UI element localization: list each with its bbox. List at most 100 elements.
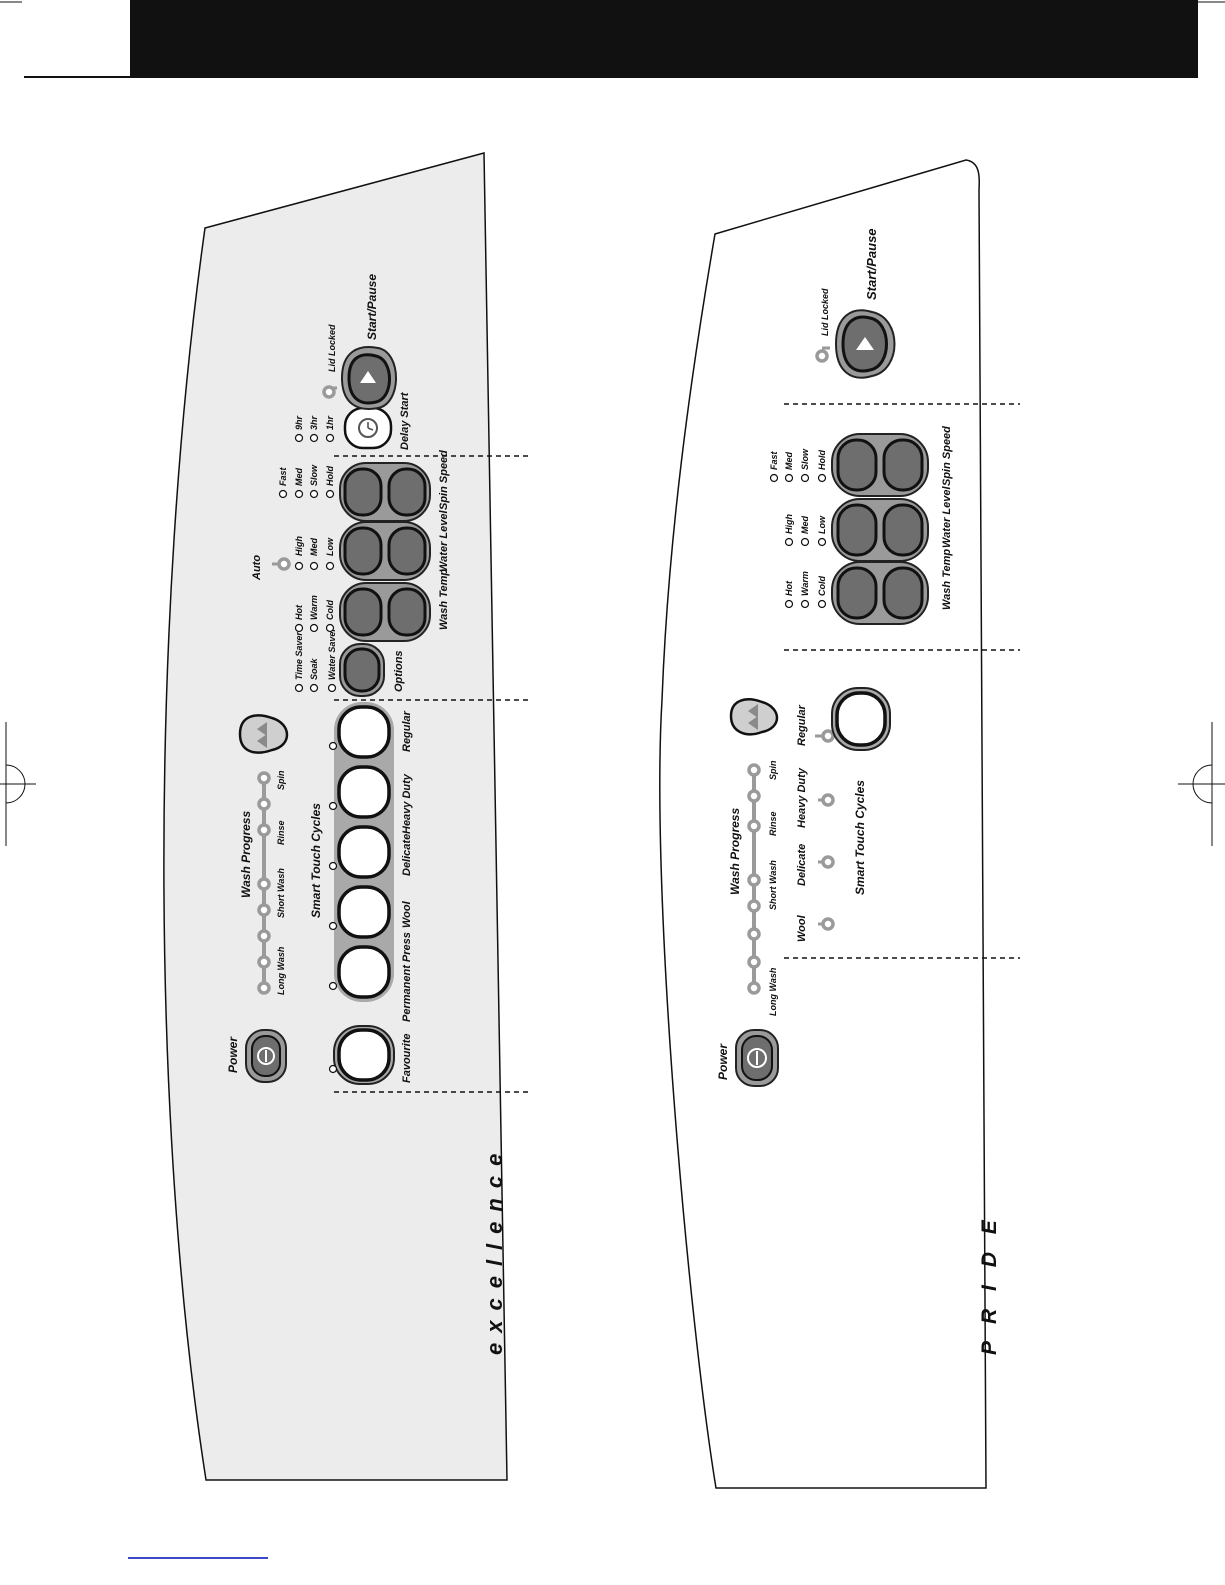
spin-speed-option: Med xyxy=(784,451,794,470)
panel-excellence: Power Wash Progress Long Wash Short Wash… xyxy=(163,152,528,1481)
lid-locked-indicator xyxy=(815,349,829,363)
spin-indicator xyxy=(800,473,810,483)
play-triangle-icon xyxy=(856,337,874,350)
option-indicator xyxy=(309,683,319,693)
cycle-button-favourite[interactable] xyxy=(328,1025,395,1085)
delay-indicator xyxy=(294,433,304,443)
delay-start-button[interactable] xyxy=(343,406,393,450)
header-bar xyxy=(130,0,1198,78)
cycle-indicator-delicate xyxy=(818,855,835,869)
spin-speed-control[interactable] xyxy=(339,462,431,522)
cycle-label: Regular xyxy=(401,710,413,752)
water-level-down-button[interactable] xyxy=(343,526,383,576)
water-level-up-button[interactable] xyxy=(387,526,427,576)
spin-speed-option: Slow xyxy=(309,464,319,486)
temp-indicator xyxy=(294,623,304,633)
wash-temp-down-button[interactable] xyxy=(343,587,383,637)
level-indicator xyxy=(784,537,794,547)
spin-speed-option: Slow xyxy=(800,448,810,470)
spin-speed-option: Hold xyxy=(325,466,335,486)
spin-speed-down-button[interactable] xyxy=(343,467,383,517)
smart-touch-cycles-title: Smart Touch Cycles xyxy=(853,780,867,895)
temp-level: Warm xyxy=(309,595,319,620)
stage-label: Long Wash xyxy=(276,946,286,995)
water-level-option: Med xyxy=(309,537,319,556)
wash-temp-up-button[interactable] xyxy=(387,587,427,637)
progress-advance-button[interactable] xyxy=(729,698,779,736)
cycle-button-delicate[interactable] xyxy=(328,825,391,879)
wash-progress-track xyxy=(747,763,761,995)
level-indicator xyxy=(309,561,319,571)
water-level-option: Low xyxy=(325,537,335,556)
wash-temp-control[interactable] xyxy=(831,561,929,625)
spin-speed-up-button[interactable] xyxy=(882,438,924,492)
wash-temp-control[interactable] xyxy=(339,582,431,642)
stage-label: Short Wash xyxy=(768,860,778,910)
start-pause-label: Start/Pause xyxy=(864,228,879,300)
spin-indicator xyxy=(309,489,319,499)
water-level-option: High xyxy=(294,536,304,556)
water-level-option: Low xyxy=(817,515,827,534)
wash-progress-track xyxy=(257,771,271,995)
cycle-label: Permanent Press xyxy=(401,932,413,1022)
cycle-label: Heavy Duty xyxy=(796,767,808,828)
start-pause-button[interactable] xyxy=(834,309,896,379)
temp-indicator xyxy=(309,623,319,633)
start-pause-button[interactable] xyxy=(340,346,397,410)
wash-progress-title: Wash Progress xyxy=(728,808,742,895)
smart-touch-cycles-title: Smart Touch Cycles xyxy=(309,803,323,918)
temp-indicator xyxy=(784,599,794,609)
temp-indicator xyxy=(325,623,335,633)
lid-locked-label: Lid Locked xyxy=(820,288,830,336)
wash-temp-up-button[interactable] xyxy=(882,566,924,620)
cycle-button-permanent-press[interactable] xyxy=(328,945,391,999)
cycle-indicator-regular xyxy=(815,729,835,743)
cycle-label: Delicate xyxy=(401,834,413,876)
power-button[interactable] xyxy=(735,1029,779,1087)
start-pause-label: Start/Pause xyxy=(365,274,379,340)
cycle-label: Wool xyxy=(401,900,413,928)
cycle-button-wool[interactable] xyxy=(328,885,391,939)
options-button[interactable] xyxy=(339,643,385,697)
wash-progress-title: Wash Progress xyxy=(239,811,253,898)
cycle-label: Heavy Duty xyxy=(401,773,413,834)
cycle-select-button[interactable] xyxy=(831,687,891,751)
cycle-label: Delicate xyxy=(796,844,808,886)
power-button[interactable] xyxy=(245,1029,287,1083)
stage-label: Spin xyxy=(276,770,286,790)
spin-speed-control[interactable] xyxy=(831,433,929,497)
stage-label: Rinse xyxy=(276,820,286,845)
spin-speed-option: Med xyxy=(294,467,304,486)
cycle-label: Regular xyxy=(796,704,808,746)
cycle-button-regular[interactable] xyxy=(328,705,391,759)
spin-speed-option: Hold xyxy=(817,450,827,470)
water-level-up-button[interactable] xyxy=(882,503,924,557)
spin-speed-up-button[interactable] xyxy=(387,467,427,517)
delay-indicator xyxy=(325,433,335,443)
power-icon xyxy=(257,1047,275,1065)
spin-indicator xyxy=(817,473,827,483)
spin-indicator xyxy=(784,473,794,483)
cycle-button-heavy-duty[interactable] xyxy=(328,765,391,819)
temp-level: Cold xyxy=(325,600,335,620)
power-label: Power xyxy=(226,1036,240,1073)
spin-indicator xyxy=(294,489,304,499)
level-indicator xyxy=(294,561,304,571)
water-level-control[interactable] xyxy=(339,521,431,581)
water-level-control[interactable] xyxy=(831,498,929,562)
temp-level: Cold xyxy=(817,576,827,596)
stage-label: Rinse xyxy=(768,811,778,836)
option-label: Water Saver xyxy=(327,628,337,680)
progress-advance-button[interactable] xyxy=(238,714,289,754)
panel-pride: Power Wash Progress Long Wash Short Wash… xyxy=(659,159,1020,1489)
option-label: Time Saver xyxy=(294,632,304,680)
level-indicator xyxy=(325,561,335,571)
level-indicator xyxy=(817,537,827,547)
spin-speed-down-button[interactable] xyxy=(836,438,878,492)
cycle-indicator-heavy-duty xyxy=(818,793,835,807)
water-level-down-button[interactable] xyxy=(836,503,878,557)
triangle-icon xyxy=(257,722,267,736)
temp-indicator xyxy=(800,599,810,609)
wash-temp-down-button[interactable] xyxy=(836,566,878,620)
